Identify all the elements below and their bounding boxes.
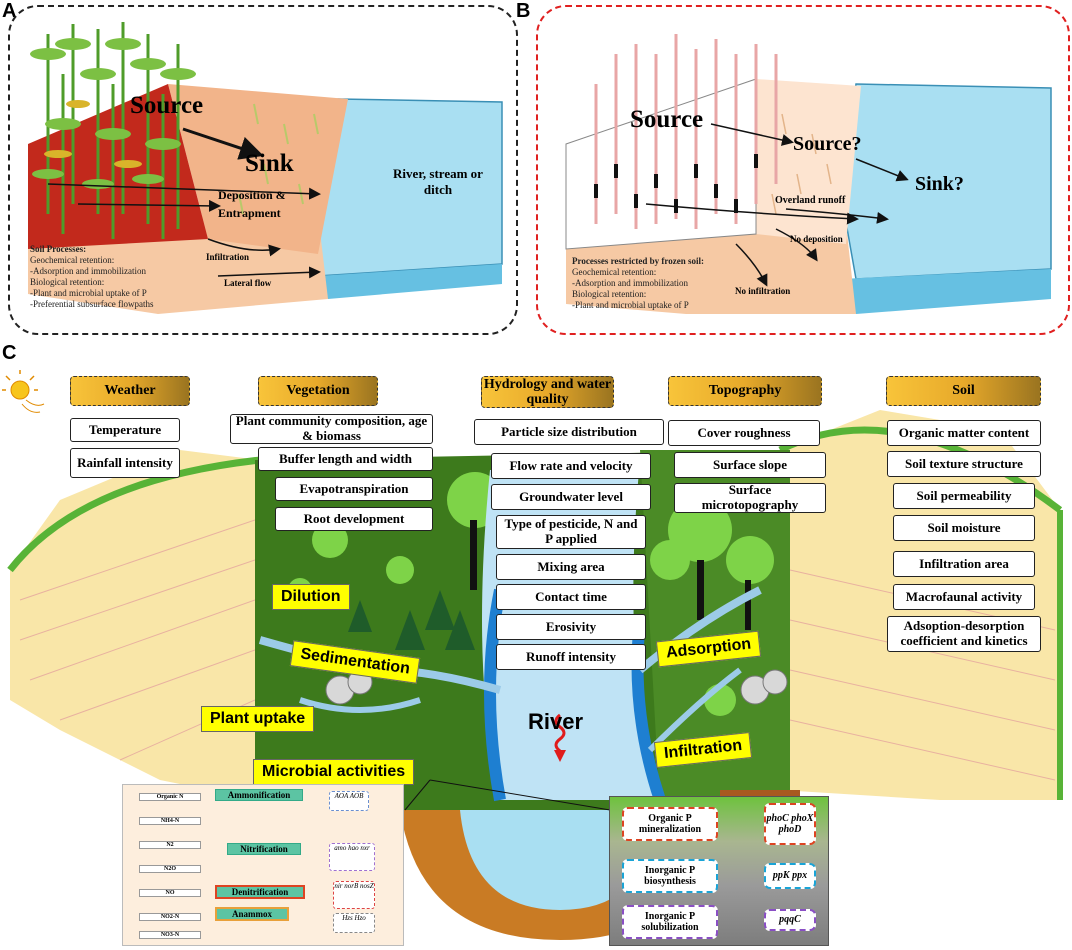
panel-b-processes: Processes restricted by frozen soil: Geo…: [572, 256, 772, 311]
panel-a-river-label: River, stream or ditch: [393, 166, 483, 197]
panel-b-sink-question: Sink?: [915, 173, 964, 195]
hydrology-item: Mixing area: [496, 554, 646, 580]
panel-a-source: Source: [130, 92, 204, 119]
soil-item: Soil moisture: [893, 515, 1035, 541]
n-species: NH4-N: [139, 817, 201, 825]
hydrology-item: Particle size distribution: [474, 419, 664, 445]
soil-process-line: -Preferential subsurface flowpaths: [30, 299, 154, 309]
header-vegetation: Vegetation: [258, 376, 378, 406]
frozen-soil-line: Biological retention:: [572, 289, 647, 299]
header-soil: Soil: [886, 376, 1041, 406]
hydrology-item: Flow rate and velocity: [491, 453, 651, 479]
soil-item: Soil permeability: [893, 483, 1035, 509]
panel-a-deposition: Deposition &: [218, 188, 286, 202]
hydrology-item: Erosivity: [496, 614, 646, 640]
vegetation-item: Plant community composition, age & bioma…: [230, 413, 433, 444]
topography-item: Cover roughness: [668, 420, 820, 446]
panel-b-source-question: Source?: [793, 133, 862, 155]
soil-process-line: Biological retention:: [30, 277, 105, 287]
weather-item: Rainfall intensity: [70, 448, 180, 478]
panel-a-soil-processes: Soil Processes: Geochemical retention: -…: [30, 244, 210, 310]
soil-item: Macrofaunal activity: [893, 584, 1035, 610]
label-plant-uptake: Plant uptake: [201, 706, 315, 732]
panel-b-frame: [536, 5, 1070, 335]
weather-item: Temperature: [70, 418, 180, 442]
soil-process-line: -Adsorption and immobilization: [30, 266, 146, 276]
frozen-soil-line: Processes restricted by frozen soil:: [572, 256, 704, 266]
soil-process-line: Soil Processes:: [30, 244, 87, 254]
topography-item: Surface slope: [674, 452, 826, 478]
header-weather: Weather: [70, 376, 190, 406]
panel-b-source: Source: [630, 106, 704, 133]
n-process-ammonification: Ammonification: [215, 789, 303, 801]
panel-a-frame: [8, 5, 518, 335]
p-gene-box: phoC phoX phoD: [764, 803, 816, 845]
panel-b-overland-runoff: Overland runoff: [775, 195, 846, 206]
soil-item: Organic matter content: [887, 420, 1041, 446]
n-cycle-inset: Organic N NH4-N N2 N2O NO NO2-N NO3-N Am…: [122, 784, 404, 946]
p-process-box: Organic P mineralization: [622, 807, 718, 841]
panel-a-infiltration: Infiltration: [206, 252, 250, 262]
p-process-box: Inorganic P solubilization: [622, 905, 718, 939]
panel-letter-b: B: [516, 0, 531, 22]
label-river: River: [528, 709, 584, 734]
panel-b-no-infiltration: No infiltration: [735, 286, 791, 296]
topography-item: Surface microtopography: [674, 482, 826, 513]
hydrology-item: Contact time: [496, 584, 646, 610]
panel-b-illustration: [565, 34, 1052, 314]
n-species: N2O: [139, 865, 201, 873]
vegetation-item: Buffer length and width: [258, 447, 433, 471]
p-process-box: Inorganic P biosynthesis: [622, 859, 718, 893]
n-species: NO: [139, 889, 201, 897]
n-species: Organic N: [139, 793, 201, 801]
n-gene-box: amo hao nxr: [329, 843, 375, 871]
vegetation-item: Evapotranspiration: [275, 477, 433, 501]
label-dilution: Dilution: [272, 584, 350, 610]
soil-item: Adsoption-desorption coefficient and kin…: [887, 616, 1041, 652]
p-cycle-inset: Organic P mineralization Inorganic P bio…: [609, 796, 829, 946]
n-species: NO2-N: [139, 913, 201, 921]
n-gene-box: nir norB nosZ: [333, 881, 375, 909]
panel-a-sink: Sink: [245, 150, 294, 177]
panel-letter-c: C: [2, 342, 17, 364]
n-gene-box: Hzs Hzo: [333, 913, 375, 933]
hydrology-item: Groundwater level: [491, 484, 651, 510]
n-species: N2: [139, 841, 201, 849]
frozen-soil-line: -Adsorption and immobilization: [572, 278, 688, 288]
panel-b-no-deposition: No deposition: [790, 234, 843, 244]
label-microbial-activities: Microbial activities: [253, 759, 415, 785]
panel-a-lateral-flow: Lateral flow: [224, 278, 272, 288]
frozen-soil-line: Geochemical retention:: [572, 267, 657, 277]
header-topography: Topography: [668, 376, 822, 406]
soil-process-line: Geochemical retention:: [30, 255, 115, 265]
n-process-denitrification: Denitrification: [215, 885, 305, 899]
frozen-soil-line: -Plant and microbial uptake of P: [572, 300, 689, 310]
soil-item: Soil texture structure: [887, 451, 1041, 477]
n-process-anammox: Anammox: [215, 907, 289, 921]
n-species: NO3-N: [139, 931, 201, 939]
n-gene-box: AOA AOB: [329, 791, 369, 811]
hydrology-item: Type of pesticide, N and P applied: [496, 515, 646, 549]
soil-process-line: -Plant and microbial uptake of P: [30, 288, 147, 298]
p-gene-box: ppK ppx: [764, 863, 816, 889]
p-gene-box: pqqC: [764, 909, 816, 931]
panel-a-entrapment: Entrapment: [218, 206, 281, 220]
vegetation-item: Root development: [275, 507, 433, 531]
soil-item: Infiltration area: [893, 551, 1035, 577]
panel-a-illustration: [28, 22, 503, 314]
hydrology-item: Runoff intensity: [496, 644, 646, 670]
header-hydrology: Hydrology and water quality: [481, 376, 614, 408]
n-process-nitrification: Nitrification: [227, 843, 301, 855]
